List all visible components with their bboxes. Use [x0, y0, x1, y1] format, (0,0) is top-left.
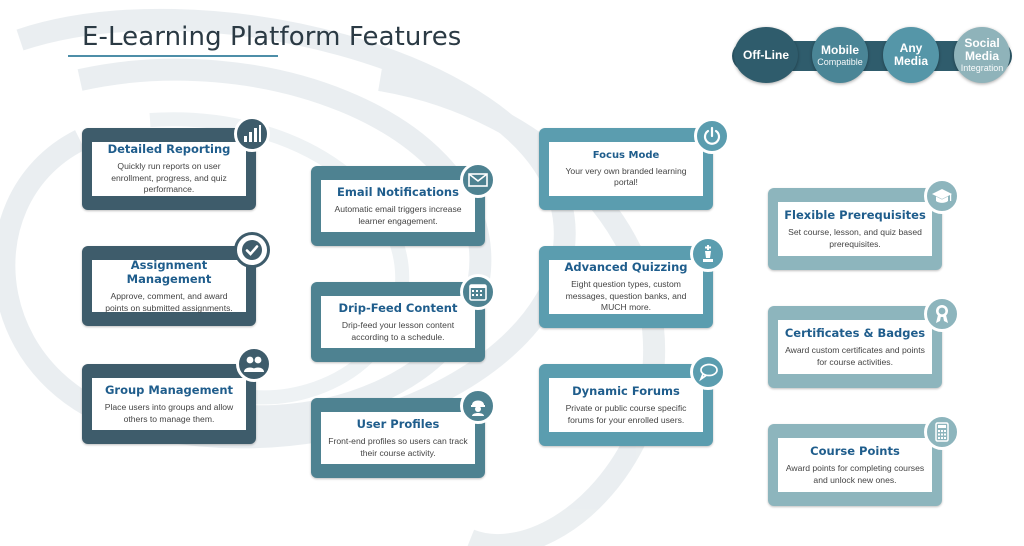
card-title: Focus Mode: [592, 149, 660, 161]
chat-bubble-icon: [690, 354, 726, 390]
pill-offline: Off-Line: [734, 27, 798, 83]
pill-social-media: Social Media Integration: [954, 27, 1010, 83]
bar-chart-icon: [234, 116, 270, 152]
card-description: Eight question types, custom messages, q…: [565, 279, 687, 313]
card-description: Approve, comment, and award points on su…: [105, 291, 233, 313]
card-description: Award points for completing courses and …: [785, 463, 925, 485]
title-underline: [68, 55, 278, 57]
card-description: Award custom certificates and points for…: [785, 345, 925, 367]
calendar-icon: [460, 274, 496, 310]
card-email-notifications: Email Notifications Automatic email trig…: [311, 166, 485, 246]
card-description: Place users into groups and allow others…: [104, 402, 234, 424]
card-description: Private or public course specific forums…: [565, 403, 687, 425]
card-certificates-badges: Certificates & Badges Award custom certi…: [768, 306, 942, 388]
award-ribbon-icon: [924, 296, 960, 332]
pill-any-media-label: Any Media: [893, 41, 928, 68]
card-user-profiles: User Profiles Front-end profiles so user…: [311, 398, 485, 478]
pill-social-media-sub: Integration: [960, 63, 1004, 73]
card-description: Front-end profiles so users can track th…: [328, 436, 468, 458]
envelope-icon: [460, 162, 496, 198]
card-title: Detailed Reporting: [107, 142, 231, 157]
pill-social-media-label: Social Media: [964, 36, 1000, 63]
card-assignment-management: Assignment Management Approve, comment, …: [82, 246, 256, 326]
power-icon: [694, 118, 730, 154]
card-title: Assignment Management: [126, 258, 212, 286]
pill-mobile-label: Mobile: [821, 42, 859, 57]
graduation-cap-icon: [924, 178, 960, 214]
card-title: Group Management: [104, 383, 234, 397]
card-description: Your very own branded learning portal!: [565, 165, 687, 188]
card-detailed-reporting: Detailed Reporting Quickly run reports o…: [82, 128, 256, 210]
calculator-icon: [924, 414, 960, 450]
card-description: Quickly run reports on user enrollment, …: [111, 161, 227, 195]
chess-piece-icon: [690, 236, 726, 272]
card-title: User Profiles: [356, 417, 440, 431]
card-title: Drip-Feed Content: [338, 301, 458, 315]
card-dynamic-forums: Dynamic Forums Private or public course …: [539, 364, 713, 446]
page-title: E-Learning Platform Features: [82, 22, 462, 52]
card-title: Flexible Prerequisites: [784, 208, 926, 222]
card-description: Set course, lesson, and quiz based prere…: [788, 227, 922, 249]
card-title: Dynamic Forums: [572, 384, 680, 398]
card-title: Advanced Quizzing: [564, 260, 688, 275]
card-title: Email Notifications: [337, 185, 459, 199]
card-flexible-prerequisites: Flexible Prerequisites Set course, lesso…: [768, 188, 942, 270]
card-course-points: Course Points Award points for completin…: [768, 424, 942, 506]
group-icon: [236, 346, 272, 382]
card-drip-feed-content: Drip-Feed Content Drip-feed your lesson …: [311, 282, 485, 362]
checkmark-icon: [234, 232, 270, 268]
pill-any-media: Any Media: [883, 27, 939, 83]
card-title: Certificates & Badges: [784, 326, 926, 340]
card-focus-mode: Focus Mode Your very own branded learnin…: [539, 128, 713, 210]
card-title: Course Points: [810, 444, 900, 458]
pill-offline-label: Off-Line: [743, 47, 789, 62]
pill-mobile: Mobile Compatible: [812, 27, 868, 83]
pill-mobile-sub: Compatible: [817, 56, 863, 67]
card-description: Automatic email triggers increase learne…: [334, 204, 462, 226]
card-group-management: Group Management Place users into groups…: [82, 364, 256, 444]
card-advanced-quizzing: Advanced Quizzing Eight question types, …: [539, 246, 713, 328]
card-description: Drip-feed your lesson content according …: [341, 320, 455, 342]
user-profile-icon: [460, 388, 496, 424]
